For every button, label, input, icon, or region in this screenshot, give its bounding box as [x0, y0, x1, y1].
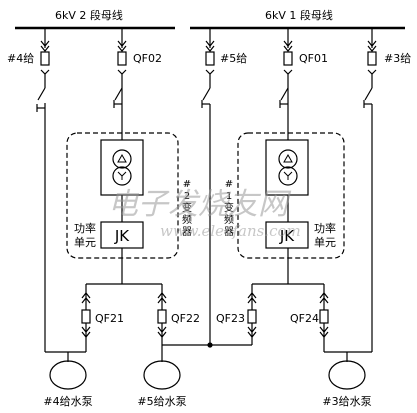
qf21-breaker — [81, 292, 91, 338]
transformer-primary-icon — [112, 149, 132, 169]
vfd-1-vertical-label: # 1 变 频 器 — [224, 179, 234, 238]
qf22-breaker — [157, 292, 167, 338]
svg-text:频: 频 — [182, 213, 192, 226]
pump-3-label: #3给水泵 — [322, 395, 371, 408]
svg-text:2: 2 — [184, 191, 190, 202]
pump-3-motor — [328, 360, 366, 390]
delta-icon — [117, 153, 127, 163]
vfd-1-unit-line2: 单元 — [314, 236, 336, 249]
vfd-1-power-unit — [265, 221, 309, 249]
feeder-5-label: #5给 — [220, 52, 247, 65]
transformer-secondary-icon — [278, 166, 298, 186]
qf23-breaker — [247, 292, 257, 338]
qf01-branch — [279, 28, 293, 140]
vfd-1-unit-line1: 功率 — [314, 221, 336, 235]
qf24-breaker — [319, 292, 329, 338]
qf23-label: QF23 — [216, 312, 245, 325]
qf22-label: QF22 — [171, 312, 200, 325]
pump-5-motor — [143, 360, 181, 390]
svg-text:频: 频 — [224, 213, 234, 226]
svg-text:#: # — [225, 179, 233, 190]
svg-text:#: # — [183, 179, 191, 190]
qf01-label: QF01 — [299, 52, 328, 65]
svg-text:变: 变 — [182, 201, 192, 214]
feeder-4-label: #4给 — [7, 52, 34, 65]
pump-4-label: #4给水泵 — [43, 395, 92, 408]
vfd-2-unit-line1: 功率 — [74, 221, 96, 235]
vfd-2-jk: JK — [114, 227, 130, 245]
feeder-3-branch — [363, 28, 377, 352]
feeder-3-label: #3给 — [384, 52, 411, 65]
wye-icon — [283, 171, 293, 180]
transformer-secondary-icon — [112, 166, 132, 186]
vfd-2-vertical-label: # 2 变 频 器 — [182, 179, 192, 238]
qf02-branch — [113, 28, 127, 140]
pump-5-label: #5给水泵 — [137, 395, 186, 408]
qf21-label: QF21 — [95, 312, 124, 325]
svg-text:器: 器 — [182, 226, 192, 238]
bus-2-label: 6kV 2 段母线 — [55, 8, 123, 22]
vfd-1-cabinet — [237, 132, 345, 259]
pump-4-motor — [49, 360, 87, 390]
wye-icon — [117, 171, 127, 180]
transformer-primary-icon — [278, 149, 298, 169]
watermark-url: www.elecfans.com — [160, 222, 301, 240]
feeder-4-branch — [36, 28, 50, 352]
qf24-label: QF24 — [290, 312, 319, 325]
feeder-5-branch — [201, 28, 215, 345]
delta-icon — [283, 153, 293, 163]
vfd-2-unit-line2: 单元 — [74, 236, 96, 249]
svg-text:器: 器 — [224, 226, 234, 238]
svg-text:1: 1 — [226, 191, 232, 202]
watermark-cn: 电子发烧友网 — [108, 187, 292, 222]
svg-text:变: 变 — [224, 201, 234, 214]
output-distribution — [85, 248, 325, 352]
vfd-1-jk: JK — [279, 227, 295, 245]
bus-1-label: 6kV 1 段母线 — [265, 8, 333, 22]
qf02-label: QF02 — [133, 52, 162, 65]
vfd-1-transformer-box — [265, 139, 309, 196]
